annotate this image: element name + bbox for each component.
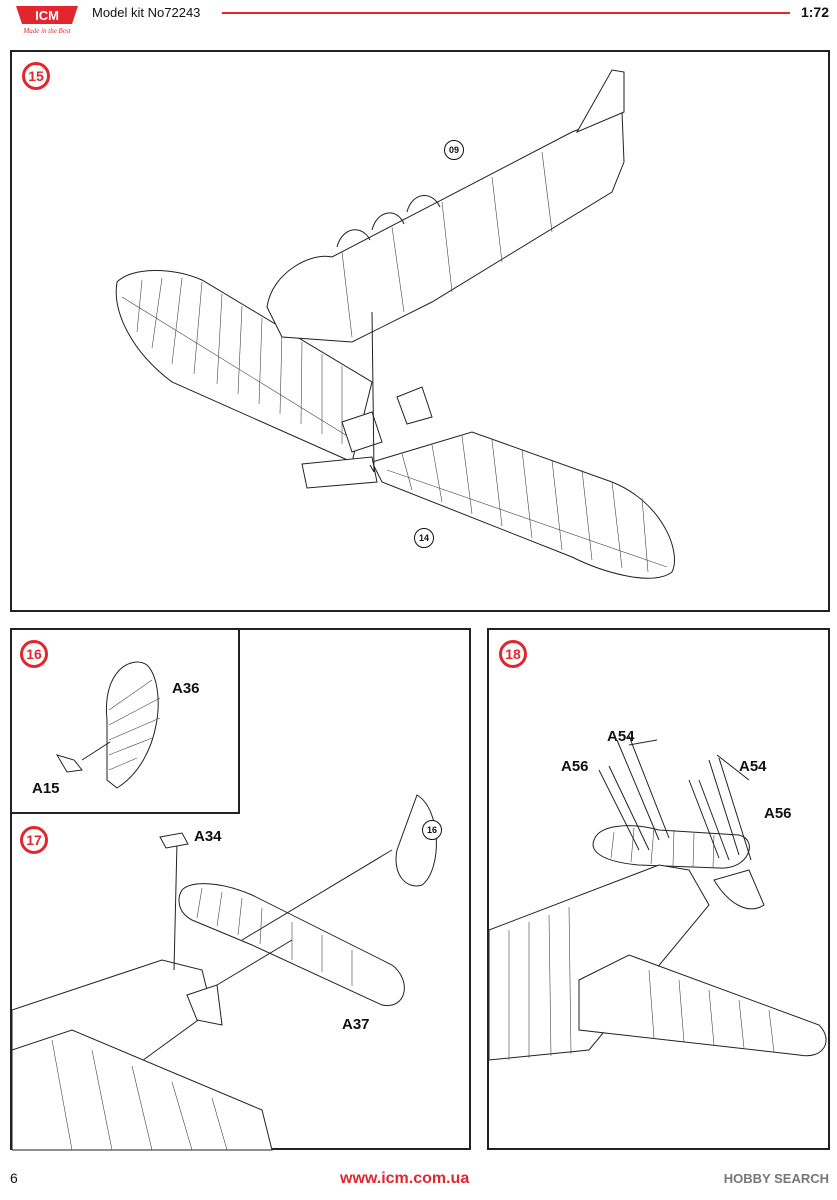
part-A54-right: A54 bbox=[739, 758, 767, 775]
part-A54-left: A54 bbox=[607, 728, 635, 745]
part-A56-right: A56 bbox=[764, 805, 792, 822]
step-16-panel: 16 A36 A15 bbox=[10, 628, 240, 814]
ref-step-14: 14 bbox=[414, 528, 434, 548]
logo-tagline: Made in the Best bbox=[22, 27, 71, 35]
logo-text: ICM bbox=[35, 8, 59, 23]
step-15-panel: 15 09 14 bbox=[10, 50, 830, 612]
part-A15: A15 bbox=[32, 780, 60, 797]
kit-scale: 1:72 bbox=[800, 4, 829, 20]
header-rule bbox=[222, 12, 790, 14]
icm-logo: ICM Made in the Best bbox=[12, 2, 82, 36]
step-number-18: 18 bbox=[499, 640, 527, 668]
part-A36: A36 bbox=[172, 680, 200, 697]
part-A56-left: A56 bbox=[561, 758, 589, 775]
rudder-drawing bbox=[55, 661, 161, 789]
ref-step-09: 09 bbox=[444, 140, 464, 160]
ref-step-16: 16 bbox=[422, 820, 442, 840]
tailplane-drawing bbox=[12, 794, 437, 1151]
struts-drawing bbox=[489, 735, 827, 1061]
part-A34: A34 bbox=[194, 828, 222, 845]
step-number-17: 17 bbox=[20, 826, 48, 854]
watermark: HOBBY SEARCH bbox=[723, 1171, 829, 1186]
part-A37: A37 bbox=[342, 1016, 370, 1033]
fuselage-wing-drawing bbox=[115, 69, 675, 579]
page-number: 6 bbox=[10, 1170, 18, 1186]
step-number-16: 16 bbox=[20, 640, 48, 668]
kit-title: Model kit No72243 bbox=[92, 5, 201, 20]
step-18-panel: 18 A54 A56 A54 A56 bbox=[487, 628, 830, 1150]
website-link[interactable]: www.icm.com.ua bbox=[340, 1170, 470, 1187]
step-number-15: 15 bbox=[22, 62, 50, 90]
